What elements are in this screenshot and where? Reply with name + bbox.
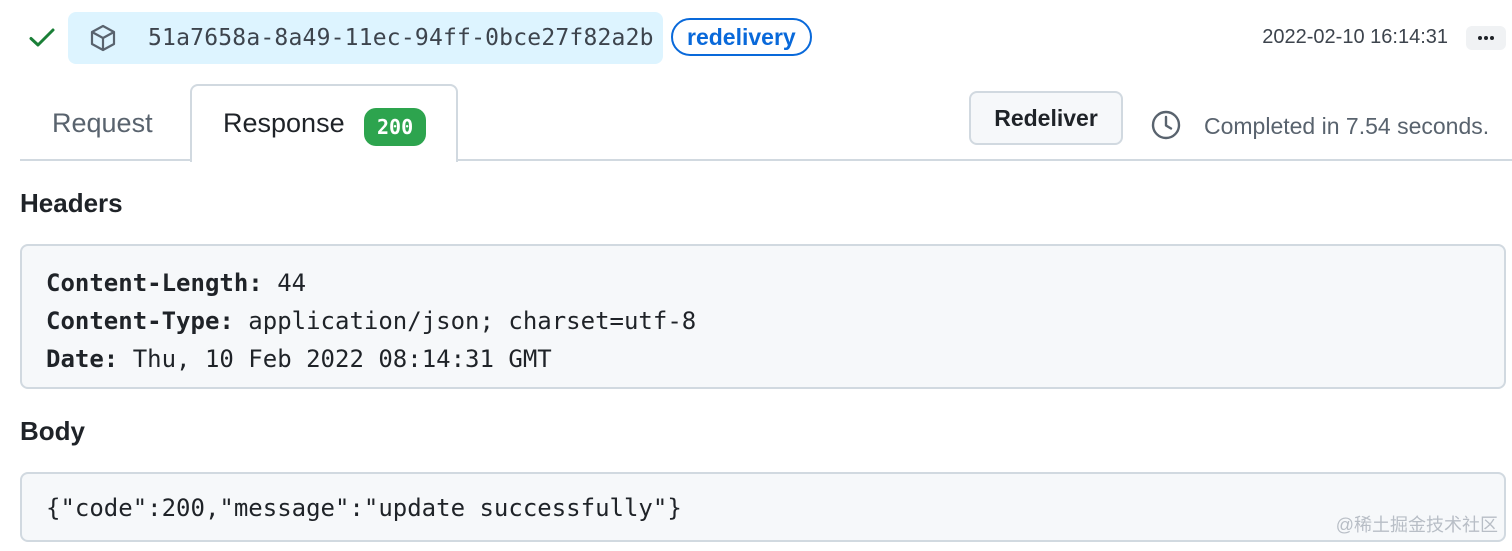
tab-response-label: Response — [223, 108, 345, 138]
header-line: Date: Thu, 10 Feb 2022 08:14:31 GMT — [46, 340, 1504, 378]
header-key: Content-Type: — [46, 307, 234, 335]
clock-icon — [1150, 109, 1182, 141]
delivery-guid[interactable]: 51a7658a-8a49-11ec-94ff-0bce27f82a2b — [68, 12, 663, 64]
body-content: {"code":200,"message":"update successful… — [46, 494, 682, 522]
header-line: Content-Length: 44 — [46, 264, 1504, 302]
delivery-row: 51a7658a-8a49-11ec-94ff-0bce27f82a2b red… — [0, 0, 1512, 76]
body-heading: Body — [20, 416, 85, 446]
headers-code-block: Content-Length: 44 Content-Type: applica… — [20, 244, 1506, 389]
header-line: Content-Type: application/json; charset=… — [46, 302, 1504, 340]
tab-request-label: Request — [52, 108, 153, 138]
check-icon — [28, 26, 56, 50]
redeliver-button[interactable]: Redeliver — [969, 91, 1123, 145]
tabs-divider — [20, 159, 1512, 161]
tab-request[interactable]: Request — [20, 84, 190, 161]
redelivery-badge: redelivery — [671, 18, 812, 56]
package-icon — [88, 23, 118, 53]
delivery-timestamp: 2022-02-10 16:14:31 — [1262, 26, 1448, 48]
headers-heading: Headers — [20, 188, 123, 218]
tabs-row: Request Response 200 Redeliver Completed… — [0, 76, 1512, 162]
header-value: Thu, 10 Feb 2022 08:14:31 GMT — [132, 345, 552, 373]
more-options-button[interactable] — [1466, 26, 1506, 50]
status-code-badge: 200 — [364, 108, 427, 146]
body-code-block: {"code":200,"message":"update successful… — [20, 472, 1506, 542]
header-key: Content-Length: — [46, 269, 263, 297]
tab-response[interactable]: Response 200 — [190, 84, 458, 162]
delivery-guid-text: 51a7658a-8a49-11ec-94ff-0bce27f82a2b — [148, 25, 654, 51]
header-value: 44 — [277, 269, 307, 297]
header-value: application/json; charset=utf-8 — [248, 307, 697, 335]
kebab-horizontal-icon — [1466, 26, 1506, 50]
completed-duration-text: Completed in 7.54 seconds. — [1204, 113, 1490, 139]
header-key: Date: — [46, 345, 119, 373]
watermark: @稀土掘金技术社区 — [1335, 515, 1498, 535]
